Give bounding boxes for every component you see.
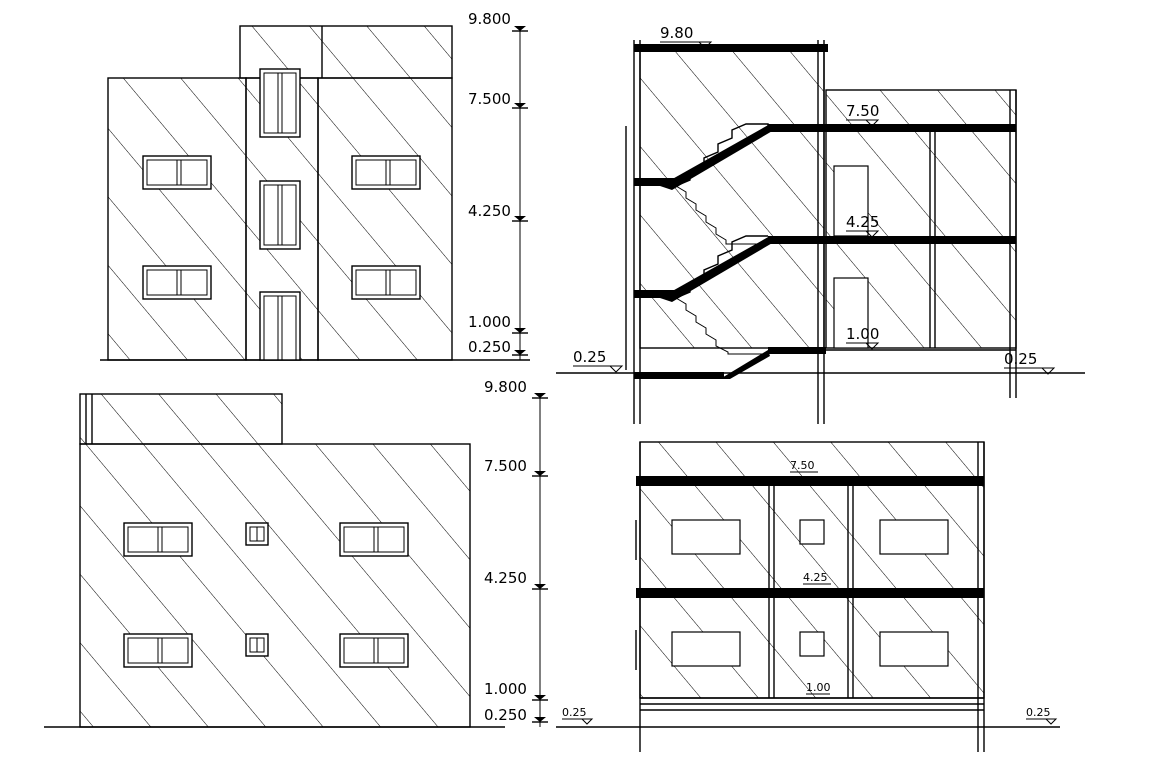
level-label: 4.25 xyxy=(803,571,828,584)
level-label: 0.25 xyxy=(562,706,587,719)
level-label: 0.250 xyxy=(484,706,527,724)
window xyxy=(142,265,212,300)
level-label: 7.500 xyxy=(468,90,511,108)
level-label: 1.00 xyxy=(846,325,879,343)
stair-section: 9.80 7.50 4.25 1.00 0.25 0.25 xyxy=(556,24,1085,424)
level-label: 1.00 xyxy=(806,681,831,694)
window xyxy=(351,155,421,190)
level-label: 9.800 xyxy=(484,378,527,396)
side-elevation: 9.800 7.500 4.250 1.000 0.250 xyxy=(44,378,548,728)
level-label: 7.500 xyxy=(484,457,527,475)
parapet-block xyxy=(79,393,283,445)
window xyxy=(339,522,409,557)
level-label: 9.800 xyxy=(468,10,511,28)
level-label: 0.25 xyxy=(1026,706,1051,719)
side-wall xyxy=(79,443,471,728)
window xyxy=(142,155,212,190)
level-label: 0.25 xyxy=(1004,350,1037,368)
level-label: 1.000 xyxy=(484,680,527,698)
window xyxy=(339,633,409,668)
stair-window xyxy=(259,68,301,138)
level-label: 7.50 xyxy=(790,459,815,472)
level-label: 9.80 xyxy=(660,24,693,42)
stair-window xyxy=(259,180,301,250)
small-window xyxy=(245,522,269,546)
left-wall-block xyxy=(107,77,247,361)
stair-hall-section xyxy=(639,47,825,349)
window xyxy=(123,522,193,557)
level-label: 4.250 xyxy=(484,569,527,587)
level-label: 0.250 xyxy=(468,338,511,356)
small-window xyxy=(245,633,269,657)
entrance-door xyxy=(259,291,301,361)
cross-section: 7.50 4.25 1.00 0.25 0.25 xyxy=(556,441,1060,752)
window xyxy=(351,265,421,300)
level-dimension-chain: 9.800 7.500 4.250 1.000 0.250 xyxy=(484,378,548,727)
level-label: 4.250 xyxy=(468,202,511,220)
front-elevation: 9.800 7.500 4.250 1.000 0.250 xyxy=(100,10,530,361)
right-wall-block xyxy=(317,77,453,361)
level-label: 7.50 xyxy=(846,102,879,120)
window xyxy=(123,633,193,668)
level-dimension-chain: 9.800 7.500 4.250 1.000 0.250 xyxy=(468,10,528,360)
level-label: 0.25 xyxy=(573,348,606,366)
level-label: 4.25 xyxy=(846,213,879,231)
level-label: 1.000 xyxy=(468,313,511,331)
